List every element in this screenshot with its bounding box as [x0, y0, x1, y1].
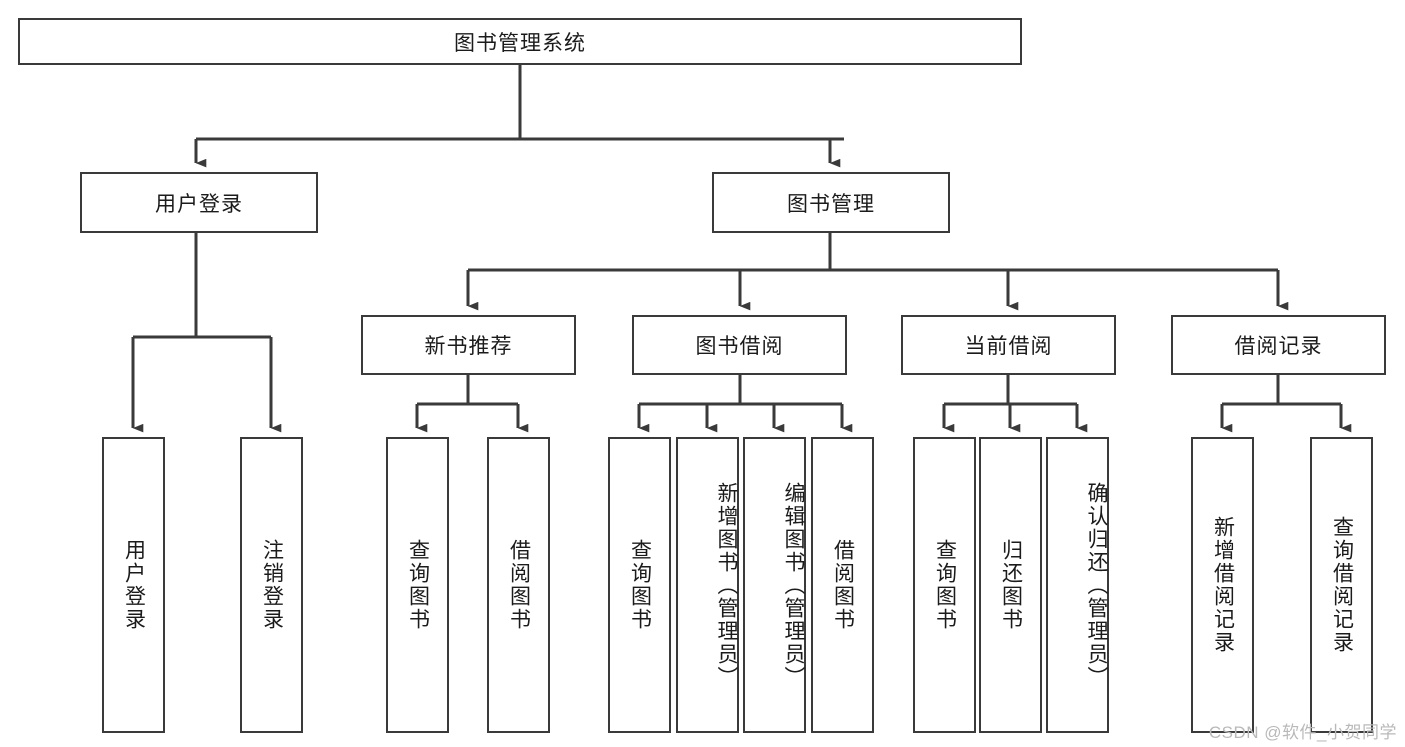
- leaf-user-login[interactable]: 用户登录: [102, 437, 165, 733]
- node-borrow-record[interactable]: 借阅记录: [1171, 315, 1386, 375]
- node-root-label: 图书管理系统: [454, 31, 586, 55]
- leaf-add-record-label: 新增借阅记录: [1211, 516, 1235, 654]
- leaf-confirm-return-label: 确认归还（管理员）: [1085, 481, 1108, 689]
- leaf-query-record[interactable]: 查询借阅记录: [1310, 437, 1373, 733]
- leaf-logout-login-label: 注销登录: [260, 539, 284, 631]
- node-current-borrow-label: 当前借阅: [964, 335, 1053, 358]
- leaf-add-book[interactable]: 新增图书（管理员）: [676, 437, 739, 733]
- node-user-login[interactable]: 用户登录: [80, 172, 318, 233]
- node-book-management[interactable]: 图书管理: [712, 172, 950, 233]
- leaf-borrow-book-2[interactable]: 借阅图书: [811, 437, 874, 733]
- leaf-query-book-3[interactable]: 查询图书: [913, 437, 976, 733]
- leaf-return-book-label: 归还图书: [999, 539, 1023, 631]
- leaf-add-book-label: 新增图书（管理员）: [715, 481, 738, 689]
- leaf-borrow-book-2-label: 借阅图书: [831, 539, 855, 631]
- leaf-edit-book-label: 编辑图书（管理员）: [782, 481, 805, 689]
- node-new-book-recommend-label: 新书推荐: [424, 335, 513, 358]
- leaf-query-book-1[interactable]: 查询图书: [386, 437, 449, 733]
- leaf-query-book-3-label: 查询图书: [933, 539, 957, 631]
- leaf-borrow-book-1[interactable]: 借阅图书: [487, 437, 550, 733]
- leaf-return-book[interactable]: 归还图书: [979, 437, 1042, 733]
- node-new-book-recommend[interactable]: 新书推荐: [361, 315, 576, 375]
- node-book-borrow-label: 图书借阅: [695, 335, 784, 358]
- node-current-borrow[interactable]: 当前借阅: [901, 315, 1116, 375]
- leaf-query-book-2-label: 查询图书: [628, 539, 652, 631]
- node-root[interactable]: 图书管理系统: [18, 18, 1022, 65]
- watermark: CSDN @软件_小贺同学: [1208, 723, 1397, 742]
- leaf-query-record-label: 查询借阅记录: [1330, 516, 1354, 654]
- leaf-confirm-return[interactable]: 确认归还（管理员）: [1046, 437, 1109, 733]
- leaf-add-record[interactable]: 新增借阅记录: [1191, 437, 1254, 733]
- leaf-query-book-1-label: 查询图书: [406, 539, 430, 631]
- node-book-borrow[interactable]: 图书借阅: [632, 315, 847, 375]
- leaf-query-book-2[interactable]: 查询图书: [608, 437, 671, 733]
- leaf-borrow-book-1-label: 借阅图书: [507, 539, 531, 631]
- node-user-login-label: 用户登录: [155, 192, 243, 216]
- node-borrow-record-label: 借阅记录: [1234, 335, 1323, 358]
- leaf-user-login-label: 用户登录: [122, 539, 146, 631]
- leaf-edit-book[interactable]: 编辑图书（管理员）: [743, 437, 806, 733]
- leaf-logout-login[interactable]: 注销登录: [240, 437, 303, 733]
- node-book-management-label: 图书管理: [787, 192, 875, 216]
